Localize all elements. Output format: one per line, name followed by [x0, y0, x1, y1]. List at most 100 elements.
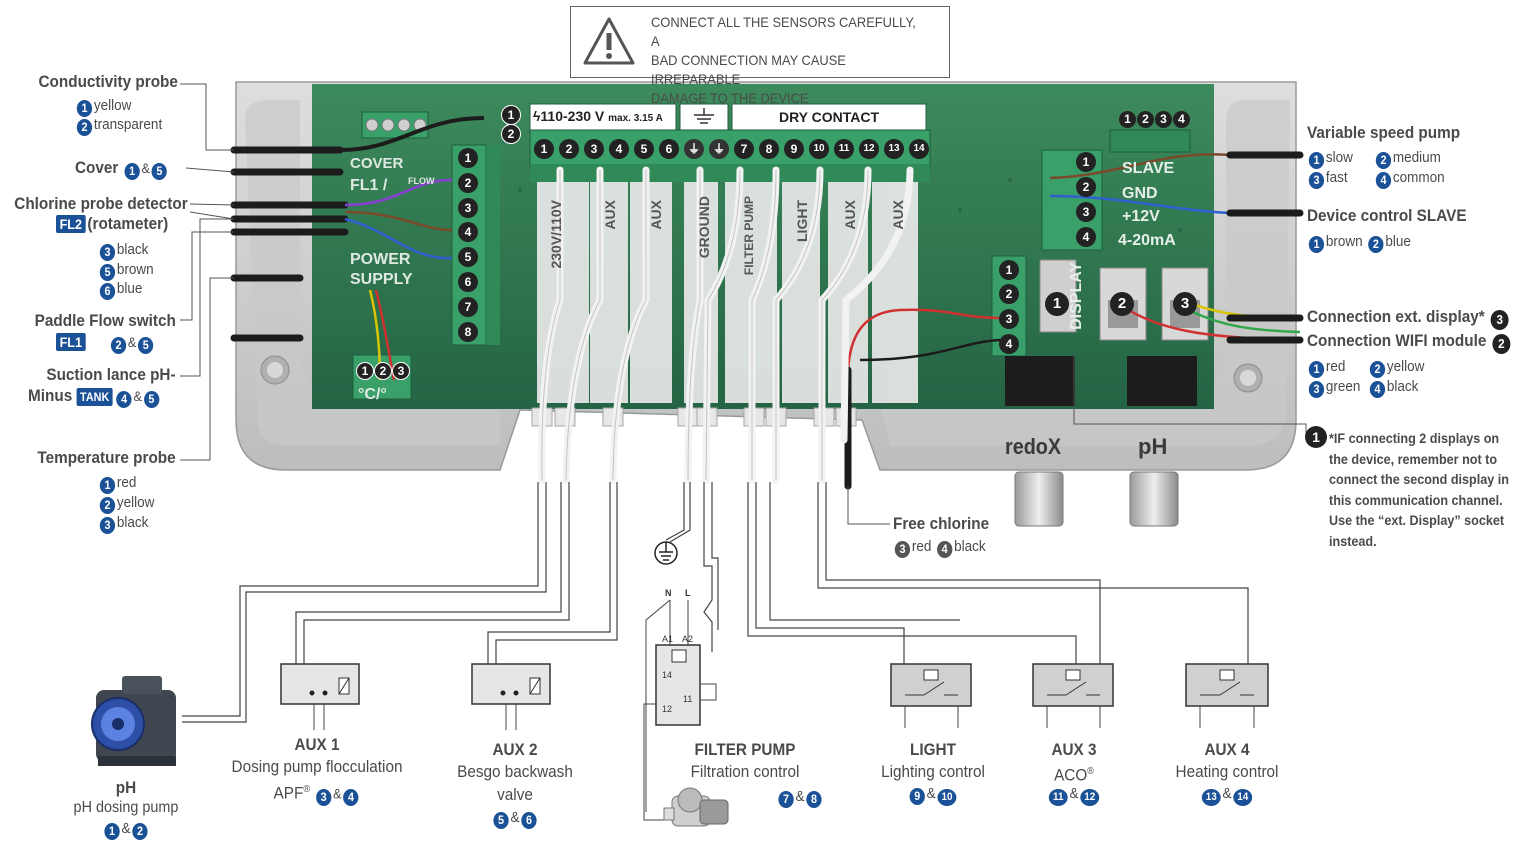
filter-pump-desc: Filtration control [690, 762, 800, 781]
relay-aux4 [1185, 663, 1269, 728]
lightning-icon: ϟ [533, 108, 541, 124]
filter-pump-terminals: 7&8 [733, 787, 868, 808]
print-filter-pump: FILTER PUMP [742, 196, 756, 276]
display-print: DISPLAY [1068, 262, 1085, 330]
aux2-desc2: valve [497, 785, 533, 804]
terminal-13: 13 [884, 139, 904, 159]
ph-dosing-pump-icon [91, 676, 176, 766]
suction-lance-title: Suction lance pH- [46, 365, 176, 384]
filter-pump-title: FILTER PUMP [694, 740, 796, 759]
left-terminal-8: 8 [458, 322, 478, 342]
display-term-4: 4 [999, 334, 1019, 354]
note-marker: 1 [1305, 426, 1327, 448]
relay-aux3 [1032, 663, 1114, 728]
top-terminal-numbers: 1 2 3 4 5 6 ⏚ ⏚ 7 8 9 10 11 12 13 14 [532, 139, 932, 159]
light-title: LIGHT [910, 740, 956, 759]
filter-pump-contactor [643, 599, 717, 821]
terminal-14: 14 [909, 139, 929, 159]
terminal-3: 3 [584, 139, 604, 159]
light-desc: Lighting control [881, 762, 985, 781]
cover-label: Cover 1&5 [75, 158, 169, 180]
left-terminal-1: 1 [458, 148, 478, 168]
relay-aux2 [471, 663, 551, 730]
aux2-desc: Besgo backwash [457, 762, 573, 781]
ext-display-title: Connection ext. display* 3 [1307, 307, 1511, 330]
slave-term-2: 2 [1076, 177, 1096, 197]
slave-top-numbers: 1 2 3 4 [1117, 111, 1197, 129]
display-note: *IF connecting 2 displays on the device,… [1329, 430, 1509, 549]
print-aux3: AUX [842, 200, 858, 230]
terminal-12: 12 [859, 139, 879, 159]
left-terminal-6: 6 [458, 272, 478, 292]
warning-icon [583, 17, 635, 65]
aux1-title: AUX 1 [294, 735, 340, 754]
aux3-desc: ACO® [1054, 765, 1094, 785]
display-term-3: 3 [999, 309, 1019, 329]
temperature-probe-title: Temperature probe [37, 448, 176, 467]
left-terminal-7: 7 [458, 297, 478, 317]
relay-light [890, 663, 972, 728]
external-wiring [182, 482, 1249, 723]
earth-icon [688, 106, 720, 126]
cover-print: COVER [350, 155, 404, 172]
ph-label: pH [1138, 434, 1168, 459]
contactor-n: N [665, 588, 672, 598]
rs485-socket-2: 2 [1110, 292, 1134, 316]
terminal-4: 4 [609, 139, 629, 159]
slave-term-1: 1 [1076, 152, 1096, 172]
slave-top-3: 3 [1155, 111, 1172, 128]
left-terminal-3: 3 [458, 198, 478, 218]
terminal-9: 9 [784, 139, 804, 159]
ground-symbol [654, 541, 678, 565]
variable-speed-pump-title: Variable speed pump [1307, 123, 1461, 142]
power-supply-print: POWER SUPPLY [350, 251, 413, 288]
terminal-5: 5 [634, 139, 654, 159]
contactor-11: 11 [683, 694, 693, 704]
warning-text: CONNECT ALL THE SENSORS CAREFULLY, A BAD… [651, 14, 916, 106]
relay-aux1 [280, 663, 360, 730]
rs485-socket-1: 1 [1045, 292, 1069, 316]
slave-print: SLAVE [1122, 160, 1175, 177]
contactor-14: 14 [662, 670, 673, 680]
aux1-desc2: APF® 3&4 [250, 780, 385, 806]
terminal-ground-1: ⏚ [684, 139, 704, 159]
contactor-a1: A1 [662, 634, 674, 644]
left-terminal-5: 5 [458, 247, 478, 267]
print-ground: GROUND [696, 196, 712, 259]
light-terminals: 9&10 [866, 784, 1001, 806]
dry-contact-label: DRY CONTACT [778, 109, 880, 125]
temp-term-2: 2 [374, 362, 392, 380]
filter-pump-motor-icon [663, 787, 729, 827]
terminal-10: 10 [809, 139, 829, 159]
temp-terminal-numbers: 1 2 3 [354, 362, 410, 380]
slave-top-4: 4 [1173, 111, 1190, 128]
ma-print: 4-20mA [1118, 232, 1176, 249]
slave-top-1: 1 [1119, 111, 1136, 128]
device-control-slave-title: Device control SLAVE [1307, 206, 1467, 225]
v12-print: +12V [1122, 208, 1160, 225]
bnc-connectors [1005, 356, 1197, 527]
left-terminal-4: 4 [458, 222, 478, 242]
slave-terminal-numbers: 1 2 3 4 [1074, 152, 1098, 252]
leader-lines-left [180, 83, 235, 461]
gnd-print: GND [1122, 185, 1158, 202]
slave-term-4: 4 [1076, 227, 1096, 247]
fuse-label: max. 3.15 A [608, 113, 663, 124]
wifi-module-title: Connection WIFI module 2 [1307, 331, 1512, 354]
display-term-2: 2 [999, 284, 1019, 304]
terminal-2: 2 [559, 139, 579, 159]
terminal-6: 6 [659, 139, 679, 159]
contactor-a2: A2 [682, 634, 694, 644]
